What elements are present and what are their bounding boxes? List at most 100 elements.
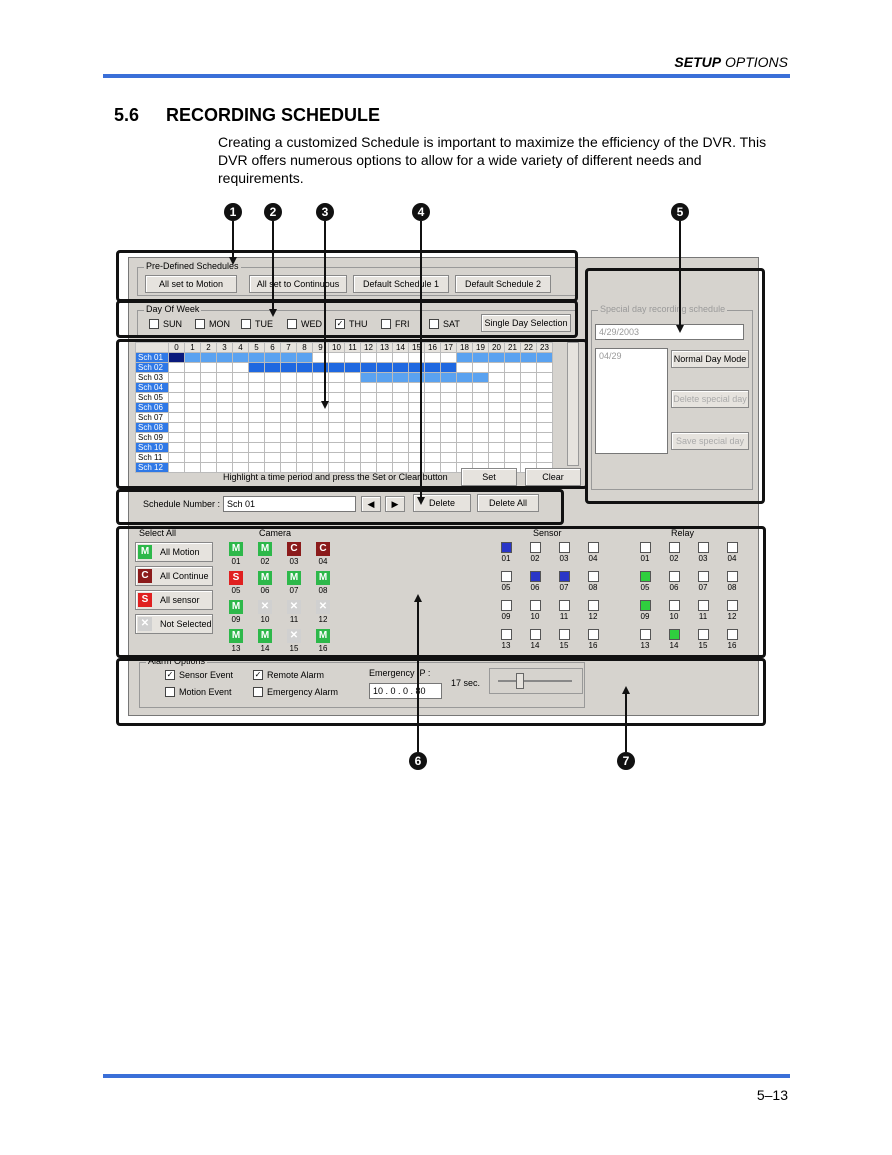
slider-thumb[interactable] — [516, 673, 524, 689]
relay-box-09[interactable] — [640, 600, 651, 611]
relay-box-05[interactable] — [640, 571, 651, 582]
sensor-box-03[interactable] — [559, 542, 570, 553]
sensor-box-07[interactable] — [559, 571, 570, 582]
emergency-ip-input[interactable]: 10 . 0 . 0 . 80 — [369, 683, 442, 699]
motion-event-checkbox[interactable] — [165, 687, 175, 697]
duration-slider[interactable] — [489, 668, 583, 694]
day-checkbox-tue[interactable] — [241, 319, 251, 329]
relay-box-16[interactable] — [727, 629, 738, 640]
special-day-list[interactable]: 04/29 — [595, 348, 668, 454]
delete-button[interactable]: Delete — [413, 494, 471, 512]
sensor-box-05[interactable] — [501, 571, 512, 582]
sensor-box-06[interactable] — [530, 571, 541, 582]
relay-box-06[interactable] — [669, 571, 680, 582]
relay-box-01[interactable] — [640, 542, 651, 553]
camera-tile-16[interactable]: M — [316, 629, 330, 643]
sensor-box-11[interactable] — [559, 600, 570, 611]
sensor-box-08[interactable] — [588, 571, 599, 582]
select-all-title: Select All — [139, 528, 177, 538]
day-label-mon: MON — [209, 319, 230, 329]
relay-box-15[interactable] — [698, 629, 709, 640]
relay-number: 01 — [640, 554, 650, 563]
relay-box-12[interactable] — [727, 600, 738, 611]
sensor-box-10[interactable] — [530, 600, 541, 611]
day-checkbox-sat[interactable] — [429, 319, 439, 329]
next-schedule-button[interactable]: ▶ — [385, 496, 405, 512]
day-checkbox-sun[interactable] — [149, 319, 159, 329]
camera-tile-07[interactable]: M — [287, 571, 301, 585]
callout-5-line — [679, 221, 681, 325]
relay-box-03[interactable] — [698, 542, 709, 553]
camera-tile-10[interactable]: ✕ — [258, 600, 272, 614]
sensor-event-checkbox[interactable]: ✓ — [165, 670, 175, 680]
relay-box-02[interactable] — [669, 542, 680, 553]
default-schedule-2-button[interactable]: Default Schedule 2 — [455, 275, 551, 293]
callout-6: 6 — [409, 752, 427, 770]
set-button[interactable]: Set — [461, 468, 517, 486]
day-checkbox-thu[interactable]: ✓ — [335, 319, 345, 329]
sensor-box-15[interactable] — [559, 629, 570, 640]
relay-number: 10 — [669, 612, 679, 621]
sensor-box-13[interactable] — [501, 629, 512, 640]
relay-box-08[interactable] — [727, 571, 738, 582]
delete-special-day-button[interactable]: Delete special day — [671, 390, 749, 408]
special-day-date[interactable]: 4/29/2003 — [595, 324, 744, 340]
grid-scrollbar[interactable] — [567, 342, 579, 466]
camera-tile-02[interactable]: M — [258, 542, 272, 556]
all-motion-button[interactable]: All set to Motion — [145, 275, 237, 293]
relay-box-04[interactable] — [727, 542, 738, 553]
schedule-number-select[interactable]: Sch 01 — [223, 496, 356, 512]
emergency-alarm-checkbox[interactable] — [253, 687, 263, 697]
clear-button[interactable]: Clear — [525, 468, 581, 486]
sensor-box-02[interactable] — [530, 542, 541, 553]
camera-tile-12[interactable]: ✕ — [316, 600, 330, 614]
prev-schedule-button[interactable]: ◀ — [361, 496, 381, 512]
camera-tile-13[interactable]: M — [229, 629, 243, 643]
sensor-box-09[interactable] — [501, 600, 512, 611]
relay-box-07[interactable] — [698, 571, 709, 582]
header-rule — [103, 74, 790, 78]
delete-all-button[interactable]: Delete All — [477, 494, 539, 512]
sensor-box-01[interactable] — [501, 542, 512, 553]
remote-alarm-checkbox[interactable]: ✓ — [253, 670, 263, 680]
sensor-number: 01 — [501, 554, 511, 563]
relay-box-13[interactable] — [640, 629, 651, 640]
camera-tile-14[interactable]: M — [258, 629, 272, 643]
callout-3-arrow — [321, 401, 329, 409]
recording-schedule-window: Pre-Defined Schedules All set to Motion … — [128, 257, 759, 716]
callout-4-line — [420, 221, 422, 497]
sensor-box-04[interactable] — [588, 542, 599, 553]
normal-day-mode-button[interactable]: Normal Day Mode — [671, 350, 749, 368]
day-checkbox-fri[interactable] — [381, 319, 391, 329]
camera-tile-08[interactable]: M — [316, 571, 330, 585]
relay-title: Relay — [671, 528, 695, 538]
camera-tile-09[interactable]: M — [229, 600, 243, 614]
camera-tile-04[interactable]: C — [316, 542, 330, 556]
camera-number: 08 — [318, 586, 328, 595]
camera-tile-03[interactable]: C — [287, 542, 301, 556]
default-schedule-1-button[interactable]: Default Schedule 1 — [353, 275, 449, 293]
camera-tile-06[interactable]: M — [258, 571, 272, 585]
sensor-box-14[interactable] — [530, 629, 541, 640]
day-checkbox-wed[interactable] — [287, 319, 297, 329]
camera-tile-05[interactable]: S — [229, 571, 243, 585]
camera-tile-01[interactable]: M — [229, 542, 243, 556]
relay-number: 12 — [727, 612, 737, 621]
sensor-box-12[interactable] — [588, 600, 599, 611]
relay-box-11[interactable] — [698, 600, 709, 611]
camera-number: 13 — [231, 644, 241, 653]
camera-tile-15[interactable]: ✕ — [287, 629, 301, 643]
day-checkbox-mon[interactable] — [195, 319, 205, 329]
callout-7-arrow — [622, 686, 630, 694]
single-day-selection-button[interactable]: Single Day Selection — [481, 314, 571, 332]
select-all-not-selected-button[interactable]: ✕Not Selected — [135, 614, 213, 634]
relay-box-14[interactable] — [669, 629, 680, 640]
camera-tile-11[interactable]: ✕ — [287, 600, 301, 614]
sensor-box-16[interactable] — [588, 629, 599, 640]
relay-box-10[interactable] — [669, 600, 680, 611]
save-special-day-button[interactable]: Save special day — [671, 432, 749, 450]
